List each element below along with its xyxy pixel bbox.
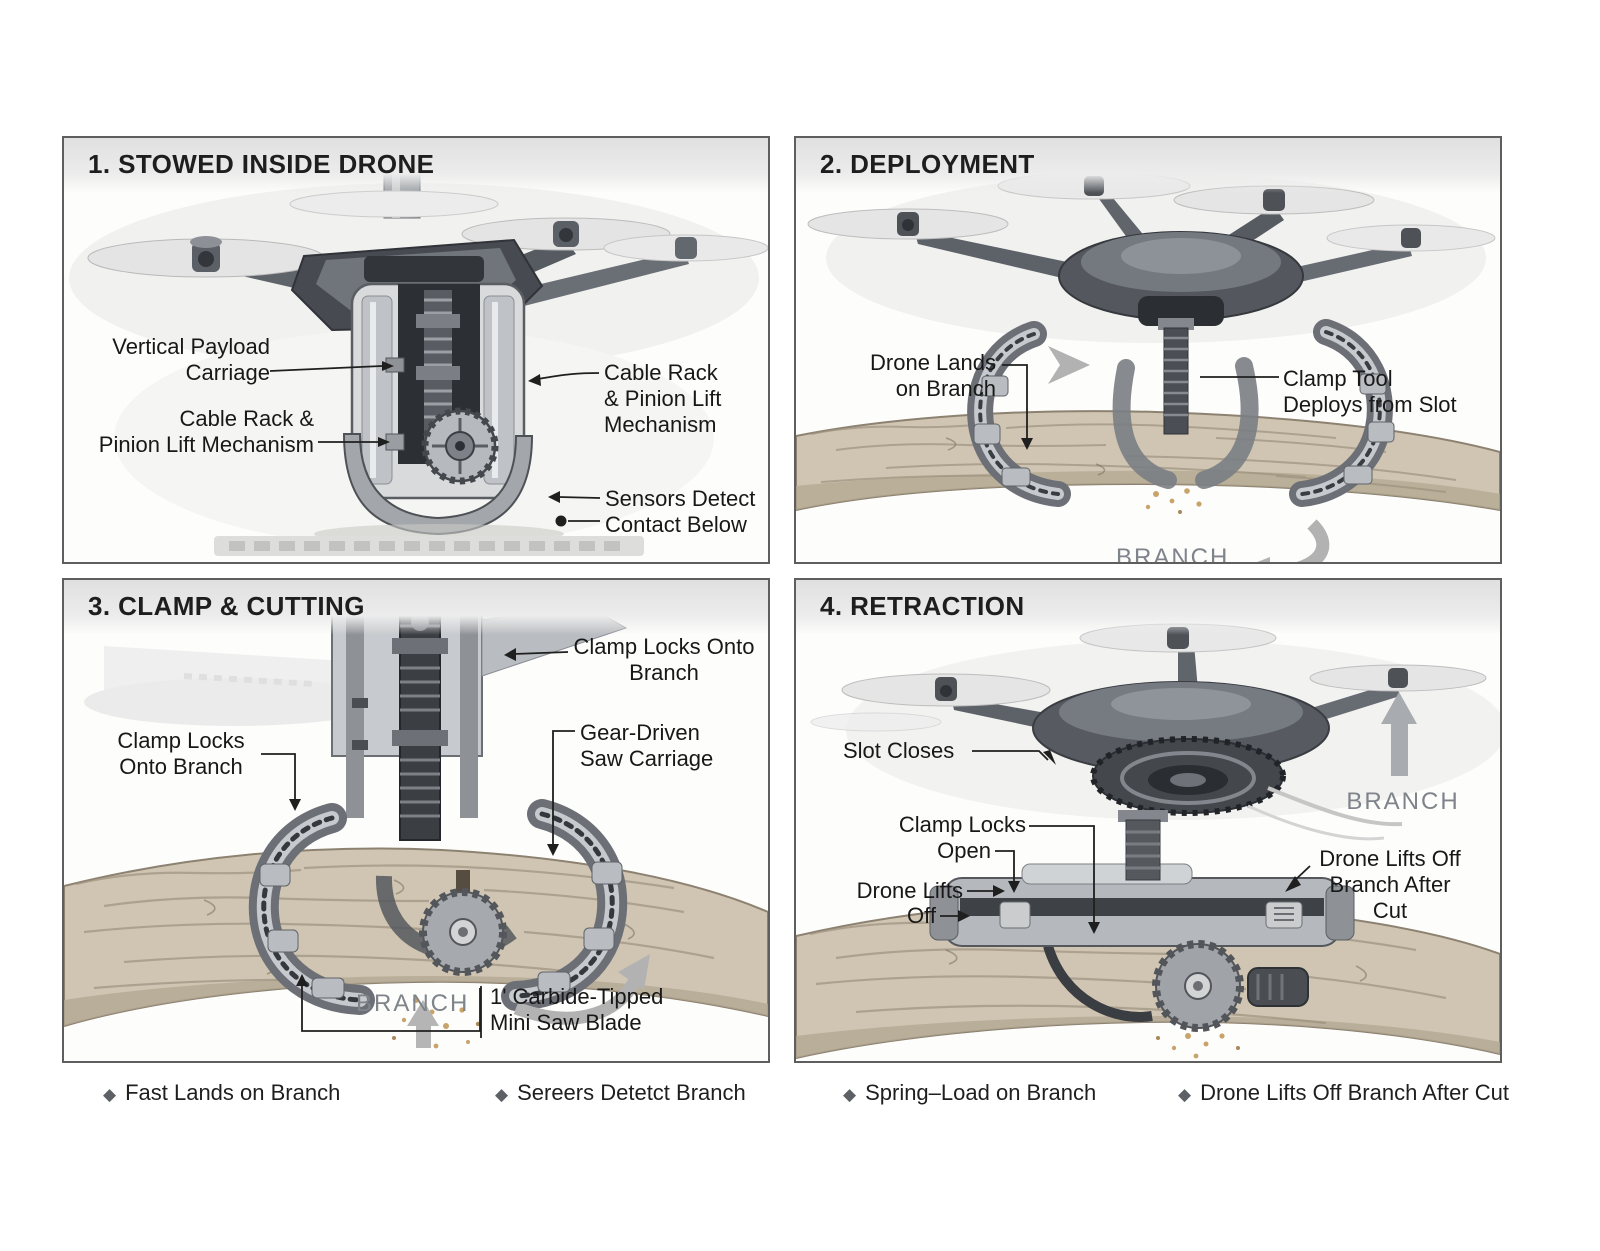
stowed-illustration xyxy=(69,138,768,556)
label-cable-rack-right: Cable Rack & Pinion Lift Mechanism xyxy=(604,360,722,437)
panel-title: 2. DEPLOYMENT xyxy=(820,149,1035,179)
rotor-icon xyxy=(87,236,325,278)
leader-arrowheads xyxy=(378,361,567,527)
u-housing xyxy=(342,433,534,536)
rotation-arrow-icon xyxy=(513,954,650,1025)
background-machinery xyxy=(84,646,394,726)
rotor-icon xyxy=(603,234,768,262)
panel-title: 4. RETRACTION xyxy=(820,591,1025,621)
clamp-module xyxy=(929,810,1355,1022)
clamp-knuckles xyxy=(259,861,623,999)
pinion-gear-icon xyxy=(421,407,499,485)
panel-title-band xyxy=(64,138,768,193)
label-open: Open xyxy=(937,838,991,863)
label-drone-lifts: Drone Lifts xyxy=(856,878,963,903)
retraction-illustration xyxy=(796,623,1500,1060)
panel-clamp-cutting: 3. CLAMP & CUTTING Clamp Locks Onto Bran… xyxy=(62,578,770,1063)
rotor-icon xyxy=(289,190,499,218)
footer-caption-3: ◆ Spring–Load on Branch xyxy=(843,1080,1096,1106)
label-cable-rack-left: Cable Rack & Pinion Lift Mechanism xyxy=(98,406,314,457)
diamond-bullet-icon: ◆ xyxy=(1178,1085,1192,1104)
label-vertical-payload-carriage: Vertical Payload Carriage xyxy=(112,334,270,385)
rotor-icon xyxy=(841,673,1051,707)
label-branch: BRANCH xyxy=(1116,544,1230,564)
drone-body xyxy=(1058,231,1304,326)
panel-title: 1. STOWED INSIDE DRONE xyxy=(88,149,435,179)
diamond-bullet-icon: ◆ xyxy=(495,1085,509,1104)
label-clamp-locks: Clamp Locks xyxy=(898,812,1026,837)
leader-arrowheads xyxy=(958,750,1301,934)
label-gear-driven: Gear-Driven Saw Carriage xyxy=(580,720,714,771)
label-lifts-off-right: Drone Lifts Off Branch After Cut xyxy=(1319,846,1461,923)
lift-column xyxy=(1158,318,1194,435)
footer-caption-text: Drone Lifts Off Branch After Cut xyxy=(1200,1080,1510,1105)
saw-motor xyxy=(1247,967,1309,1007)
leader-lines xyxy=(269,365,601,522)
up-arrow-icon xyxy=(1381,692,1417,776)
clamp-knuckles xyxy=(973,373,1395,487)
leader-lines xyxy=(1002,364,1279,438)
sawdust xyxy=(1156,1033,1240,1059)
rotor-icon xyxy=(810,712,942,732)
drone-body xyxy=(1032,681,1330,816)
deploy-arrow-icon xyxy=(1048,346,1090,384)
rotor-icon xyxy=(1309,664,1487,692)
label-saw-blade: 1' Carbide-Tipped Mini Saw Blade xyxy=(490,984,664,1035)
deployment-illustration xyxy=(796,172,1500,562)
leader-lines xyxy=(261,651,575,1038)
label-off: Off xyxy=(907,903,936,928)
diamond-bullet-icon: ◆ xyxy=(843,1085,857,1104)
swoosh-line xyxy=(1247,804,1385,841)
footer-caption-text: Fast Lands on Branch xyxy=(125,1080,341,1105)
footer-caption-text: Sereers Detetct Branch xyxy=(517,1080,746,1105)
leader-arrowheads xyxy=(289,648,559,986)
footer-caption-4: ◆ Drone Lifts Off Branch After Cut xyxy=(1178,1080,1509,1106)
leader-lines xyxy=(940,750,1311,922)
rotor-icon xyxy=(807,208,1009,240)
panel-deployment: 2. DEPLOYMENT Drone Lands on Branch Clam… xyxy=(794,136,1502,564)
label-branch: BRANCH xyxy=(356,990,470,1017)
footer-caption-2: ◆ Sereers Detetct Branch xyxy=(495,1080,746,1106)
label-clamp-tool: Clamp Tool Deploys from Slot xyxy=(1283,366,1457,417)
panel-title-band xyxy=(64,580,768,635)
footer-caption-text: Spring–Load on Branch xyxy=(865,1080,1097,1105)
label-clamp-locks-top: Clamp Locks Onto Branch xyxy=(573,634,755,685)
swoosh-line xyxy=(1267,786,1403,827)
branch-arrow-icon xyxy=(1296,519,1330,562)
up-arrow-icon xyxy=(407,1000,439,1048)
label-clamp-locks-left: Clamp Locks Onto Branch xyxy=(117,728,245,779)
diamond-bullet-icon: ◆ xyxy=(103,1085,117,1104)
rotor-icon xyxy=(1326,224,1496,252)
label-branch: BRANCH xyxy=(1346,788,1460,815)
panel-title-band xyxy=(796,138,1500,193)
saw-blade-icon xyxy=(1152,940,1244,1032)
cutting-illustration xyxy=(64,595,768,1049)
label-sensors-detect: Sensors Detect Contact Below xyxy=(605,486,756,537)
panel-retraction: 4. RETRACTION Slot Closes Clamp Locks Op… xyxy=(794,578,1502,1063)
saw-blade-icon xyxy=(419,888,507,976)
label-slot-closes: Slot Closes xyxy=(843,738,955,763)
panel-stowed: 1. STOWED INSIDE DRONE Vertical Payload … xyxy=(62,136,770,564)
panel-title: 3. CLAMP & CUTTING xyxy=(88,591,365,621)
sawdust xyxy=(1145,488,1202,514)
panel-title-band xyxy=(796,580,1500,635)
label-drone-lands: Drone Lands on Branch xyxy=(870,350,996,401)
footer-caption-1: ◆ Fast Lands on Branch xyxy=(103,1080,340,1106)
